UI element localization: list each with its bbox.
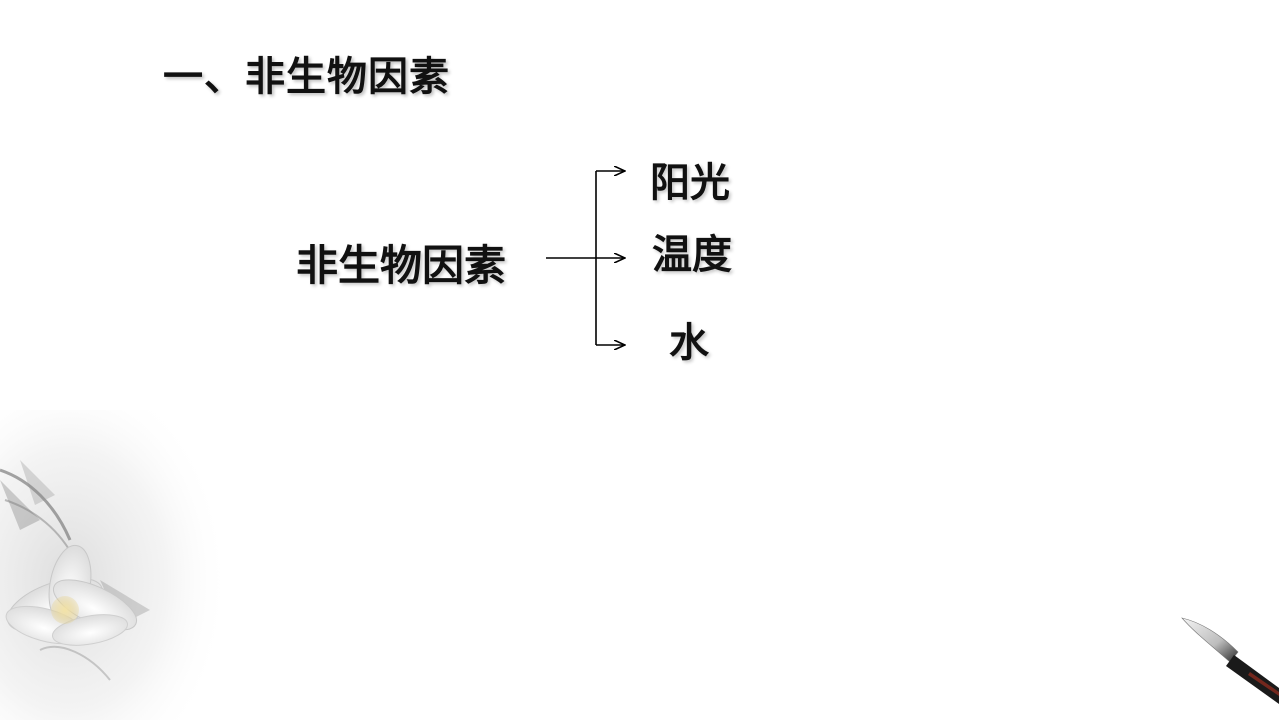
diagram-branch-sunlight: 阳光 (650, 160, 730, 206)
slide-title: 一、非生物因素 (163, 54, 450, 100)
lotus-flower-decoration (0, 410, 230, 720)
diagram-root-node: 非生物因素 (296, 241, 507, 290)
brush-decoration (1181, 617, 1279, 704)
diagram-branch-temperature: 温度 (652, 232, 732, 278)
diagram-branch-water: 水 (669, 320, 709, 366)
